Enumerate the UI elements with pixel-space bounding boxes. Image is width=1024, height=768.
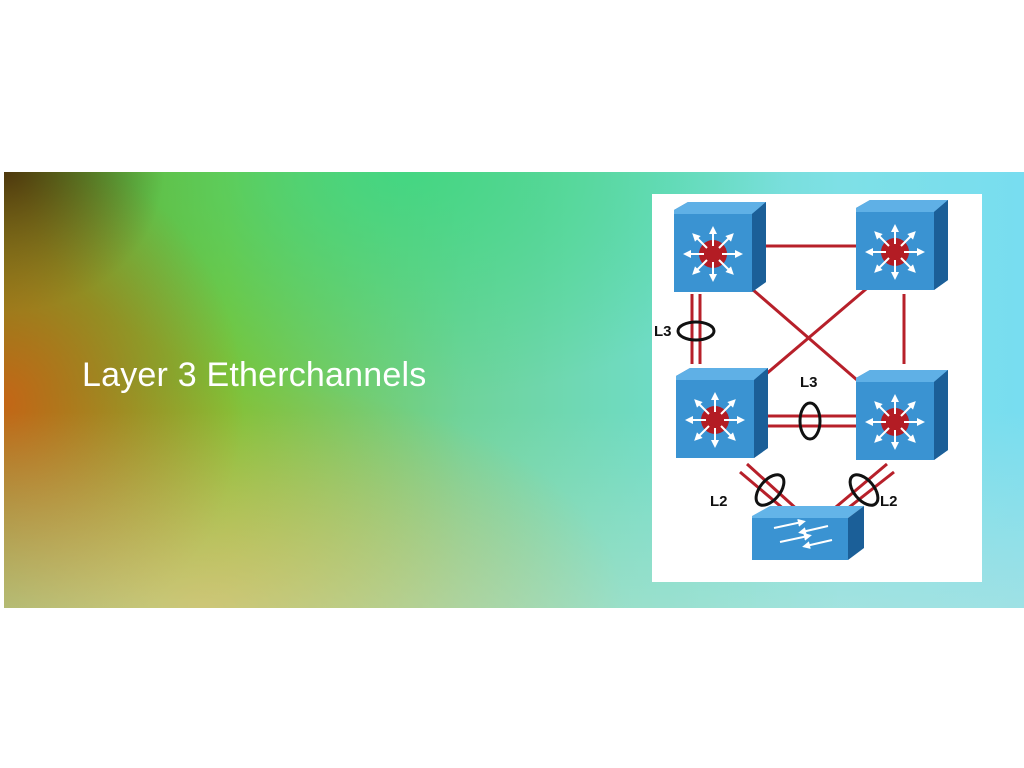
- slide-banner: Layer 3 Etherchannels: [4, 172, 1024, 608]
- bundle-ring-bottom-left: [754, 473, 786, 507]
- bundle-ring-middle: [798, 401, 822, 441]
- bundle-ring-bottom-right: [848, 473, 880, 507]
- label-middle-bundle: L3: [800, 374, 818, 391]
- bundle-ring-left: [676, 320, 716, 342]
- switch-top-right-icon: [856, 200, 948, 290]
- link-bl-a: [745, 462, 802, 514]
- label-left-bundle: L3: [654, 323, 672, 340]
- network-diagram: L3 L3 L2 L2: [652, 194, 982, 582]
- network-diagram-svg: L3 L3 L2 L2: [654, 200, 948, 560]
- label-bottom-left-bundle: L2: [710, 493, 728, 510]
- slide-title: Layer 3 Etherchannels: [82, 356, 427, 394]
- link-cross-b: [751, 282, 873, 388]
- switch-top-left-icon: [674, 202, 766, 292]
- switch-mid-right-icon: [856, 370, 948, 460]
- switch-mid-left-icon: [676, 368, 768, 458]
- link-br-a: [829, 462, 888, 514]
- bundle-rings: [676, 320, 880, 507]
- switch-bottom-icon: [752, 506, 864, 560]
- label-bottom-right-bundle: L2: [880, 493, 898, 510]
